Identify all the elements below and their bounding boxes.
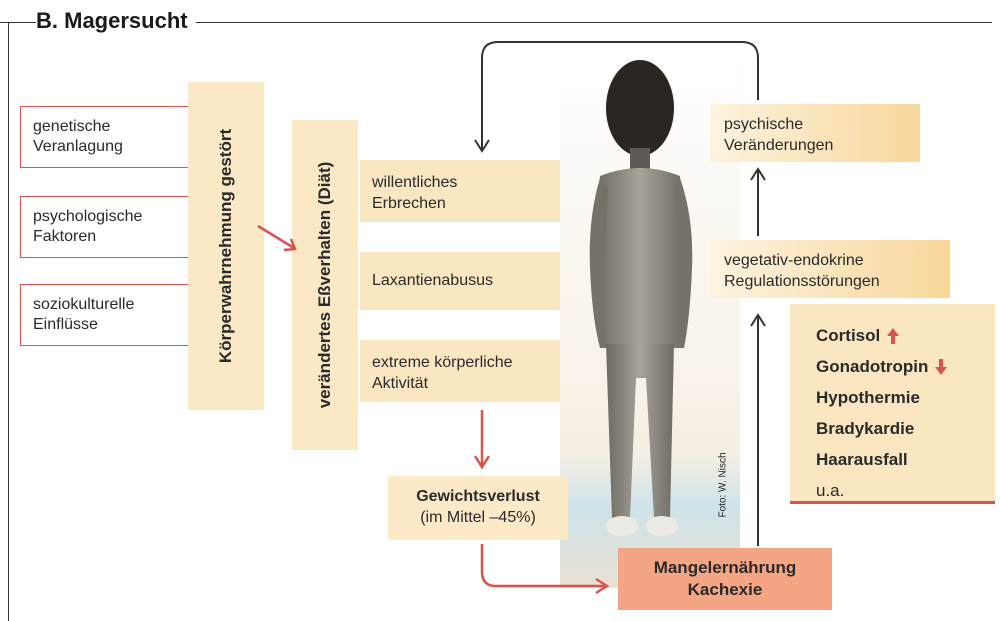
arrow-weightloss-to-malnutrition [482,544,607,593]
arrow-psychic-loop-back [475,42,758,151]
arrow-vegetative-to-psychic [751,169,765,236]
arrow-activity-to-weightloss [475,410,489,467]
arrow-malnutrition-to-vegetative [751,315,765,546]
arrow-causes-to-behavior [258,226,295,250]
